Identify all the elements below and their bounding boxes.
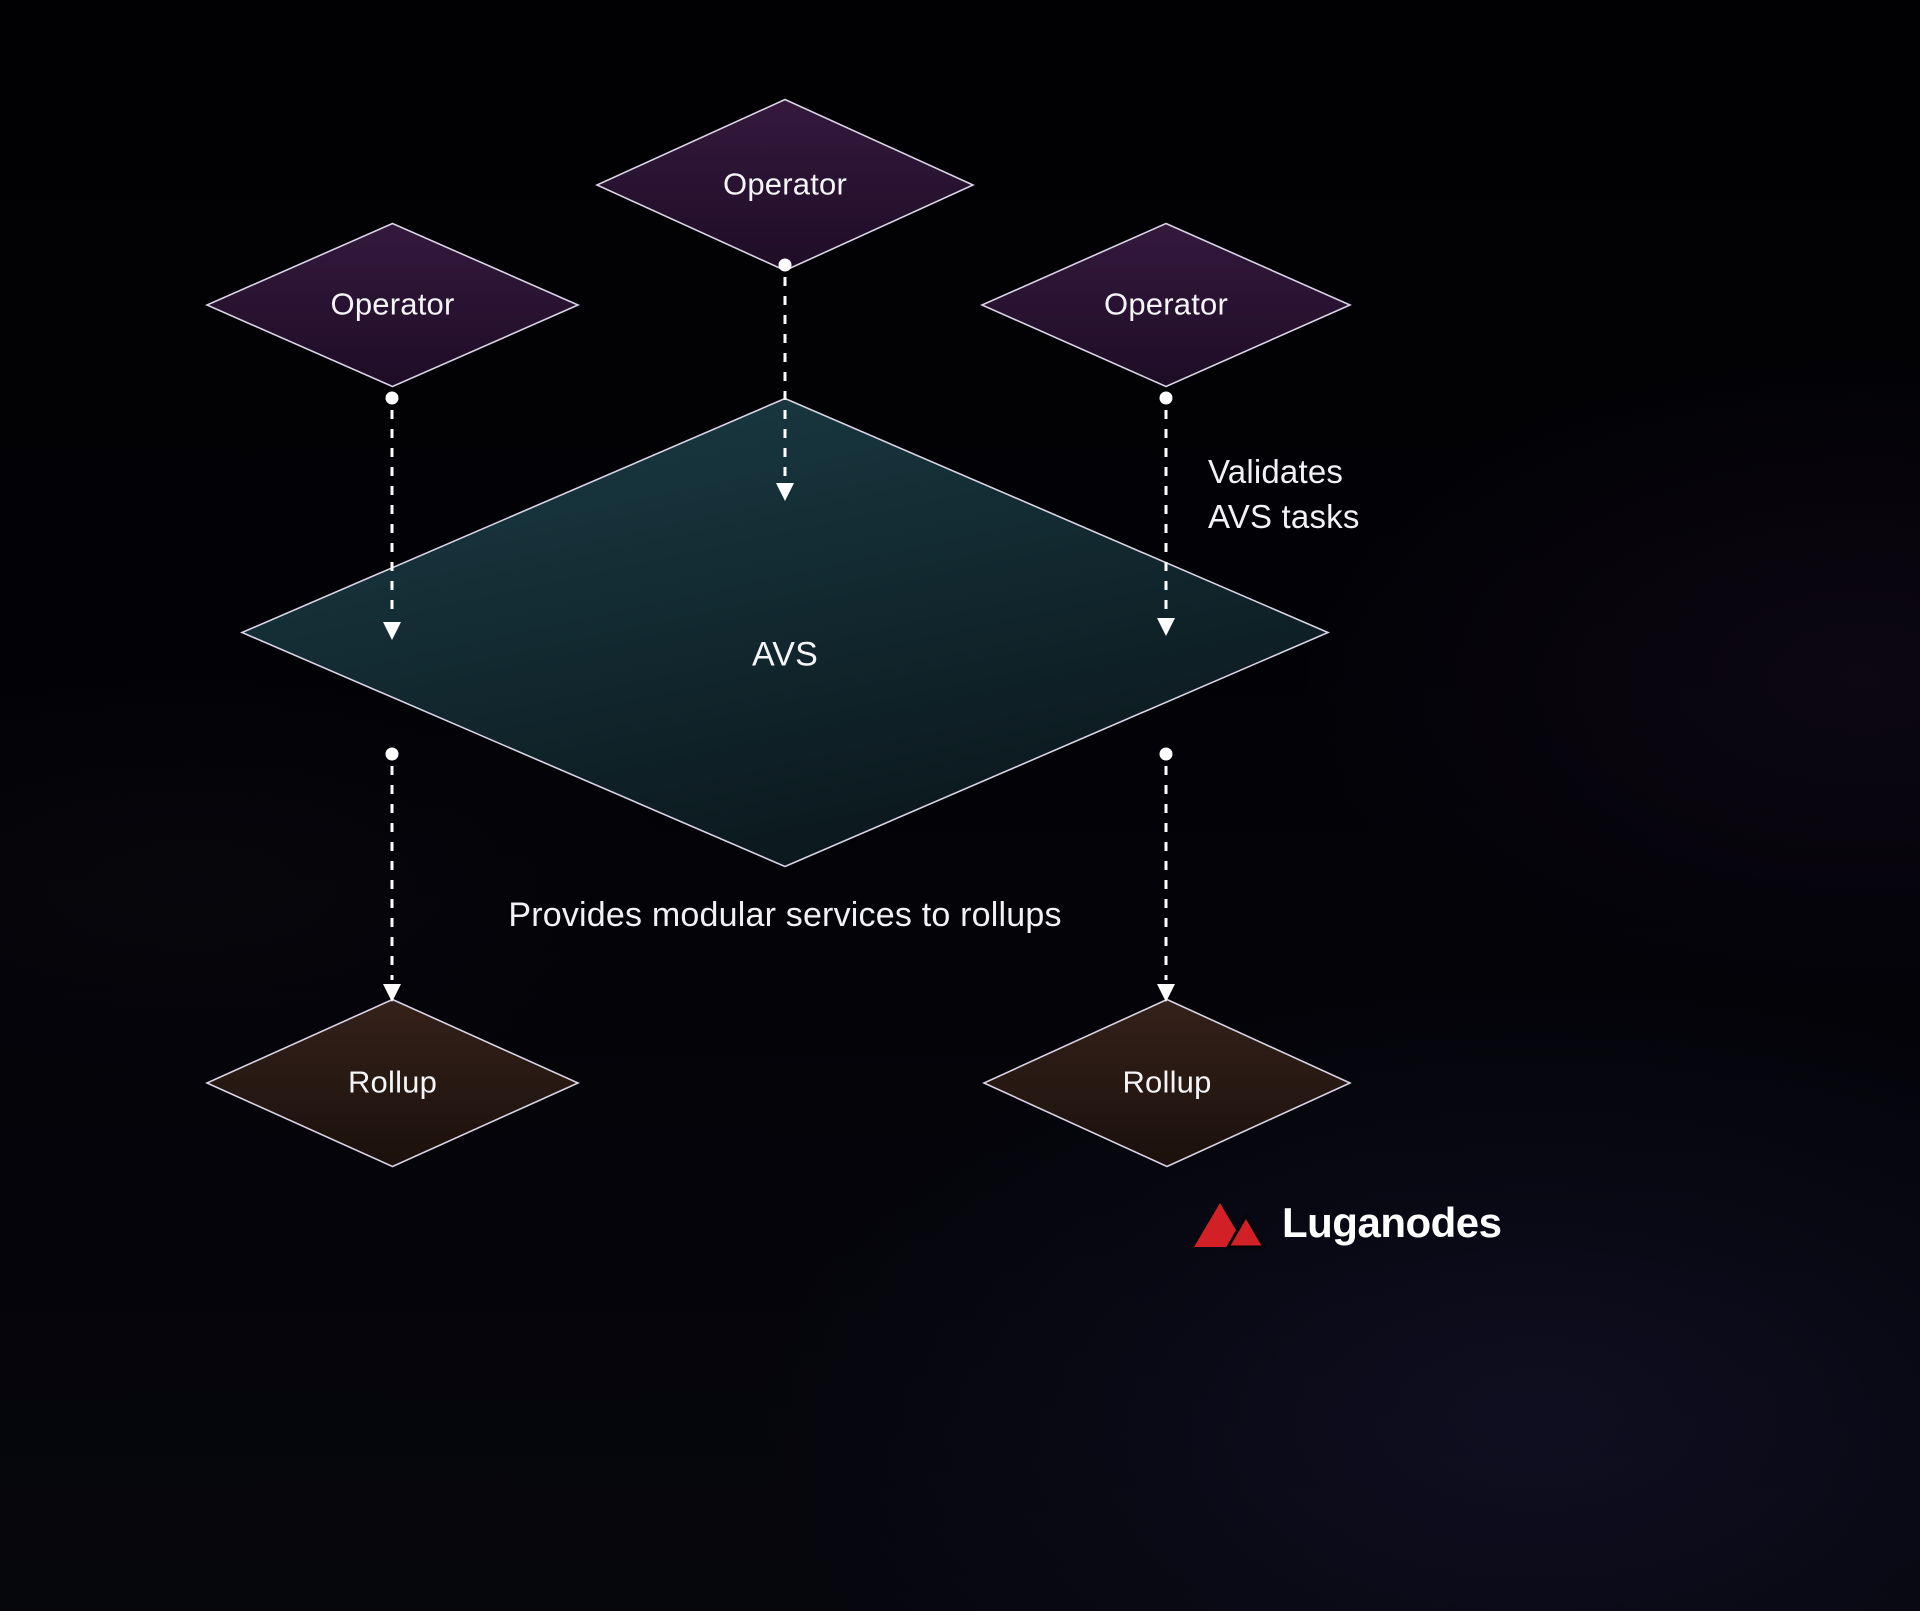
annotation-validates-avs-tasks: Validates AVS tasks xyxy=(1208,449,1360,539)
arrow-start-dot xyxy=(778,258,792,272)
arrow-start-dot xyxy=(1159,391,1173,405)
rollup-left-diamond-shape xyxy=(205,998,580,1168)
operator-right-diamond-shape xyxy=(980,222,1352,388)
avs-diamond-shape xyxy=(240,397,1330,868)
luganodes-logo-text: Luganodes xyxy=(1282,1199,1502,1246)
arrowhead-icon xyxy=(383,984,401,1002)
node-rollup-left: Rollup xyxy=(205,998,580,1168)
node-rollup-right: Rollup xyxy=(982,998,1352,1168)
arrowhead-icon xyxy=(1157,618,1175,636)
annotation-validates-line1: Validates xyxy=(1208,453,1344,490)
arrow-avs-to-rollup-right xyxy=(1153,746,1179,1004)
node-operator-top-label: Operator xyxy=(723,166,847,202)
luganodes-mountain-icon xyxy=(1194,1203,1266,1249)
node-operator-right: Operator xyxy=(980,222,1352,388)
rollup-right-diamond-shape xyxy=(982,998,1352,1168)
arrowhead-icon xyxy=(776,483,794,501)
node-avs-label: AVS xyxy=(751,635,819,674)
arrow-operator-left-to-avs xyxy=(379,390,405,642)
node-rollup-right-label: Rollup xyxy=(1122,1064,1212,1100)
arrow-operator-right-to-avs xyxy=(1153,390,1179,638)
node-operator-top: Operator xyxy=(595,98,975,272)
node-avs: AVS xyxy=(240,397,1330,868)
annotation-provides-services: Provides modular services to rollups xyxy=(508,896,1062,934)
arrow-operator-top-to-avs xyxy=(772,257,798,503)
arrowhead-icon xyxy=(383,622,401,640)
luganodes-logo: Luganodes xyxy=(1192,1196,1502,1250)
node-operator-left-label: Operator xyxy=(330,286,455,322)
annotation-validates-line2: AVS tasks xyxy=(1208,498,1360,535)
arrow-avs-to-rollup-left xyxy=(379,746,405,1004)
arrow-start-dot xyxy=(1159,747,1173,761)
node-rollup-left-label: Rollup xyxy=(347,1064,438,1100)
node-operator-right-label: Operator xyxy=(1104,286,1228,322)
operator-left-diamond-shape xyxy=(205,222,580,388)
arrow-start-dot xyxy=(385,747,399,761)
arrow-start-dot xyxy=(385,391,399,405)
node-operator-left: Operator xyxy=(205,222,580,388)
arrowhead-icon xyxy=(1157,984,1175,1002)
